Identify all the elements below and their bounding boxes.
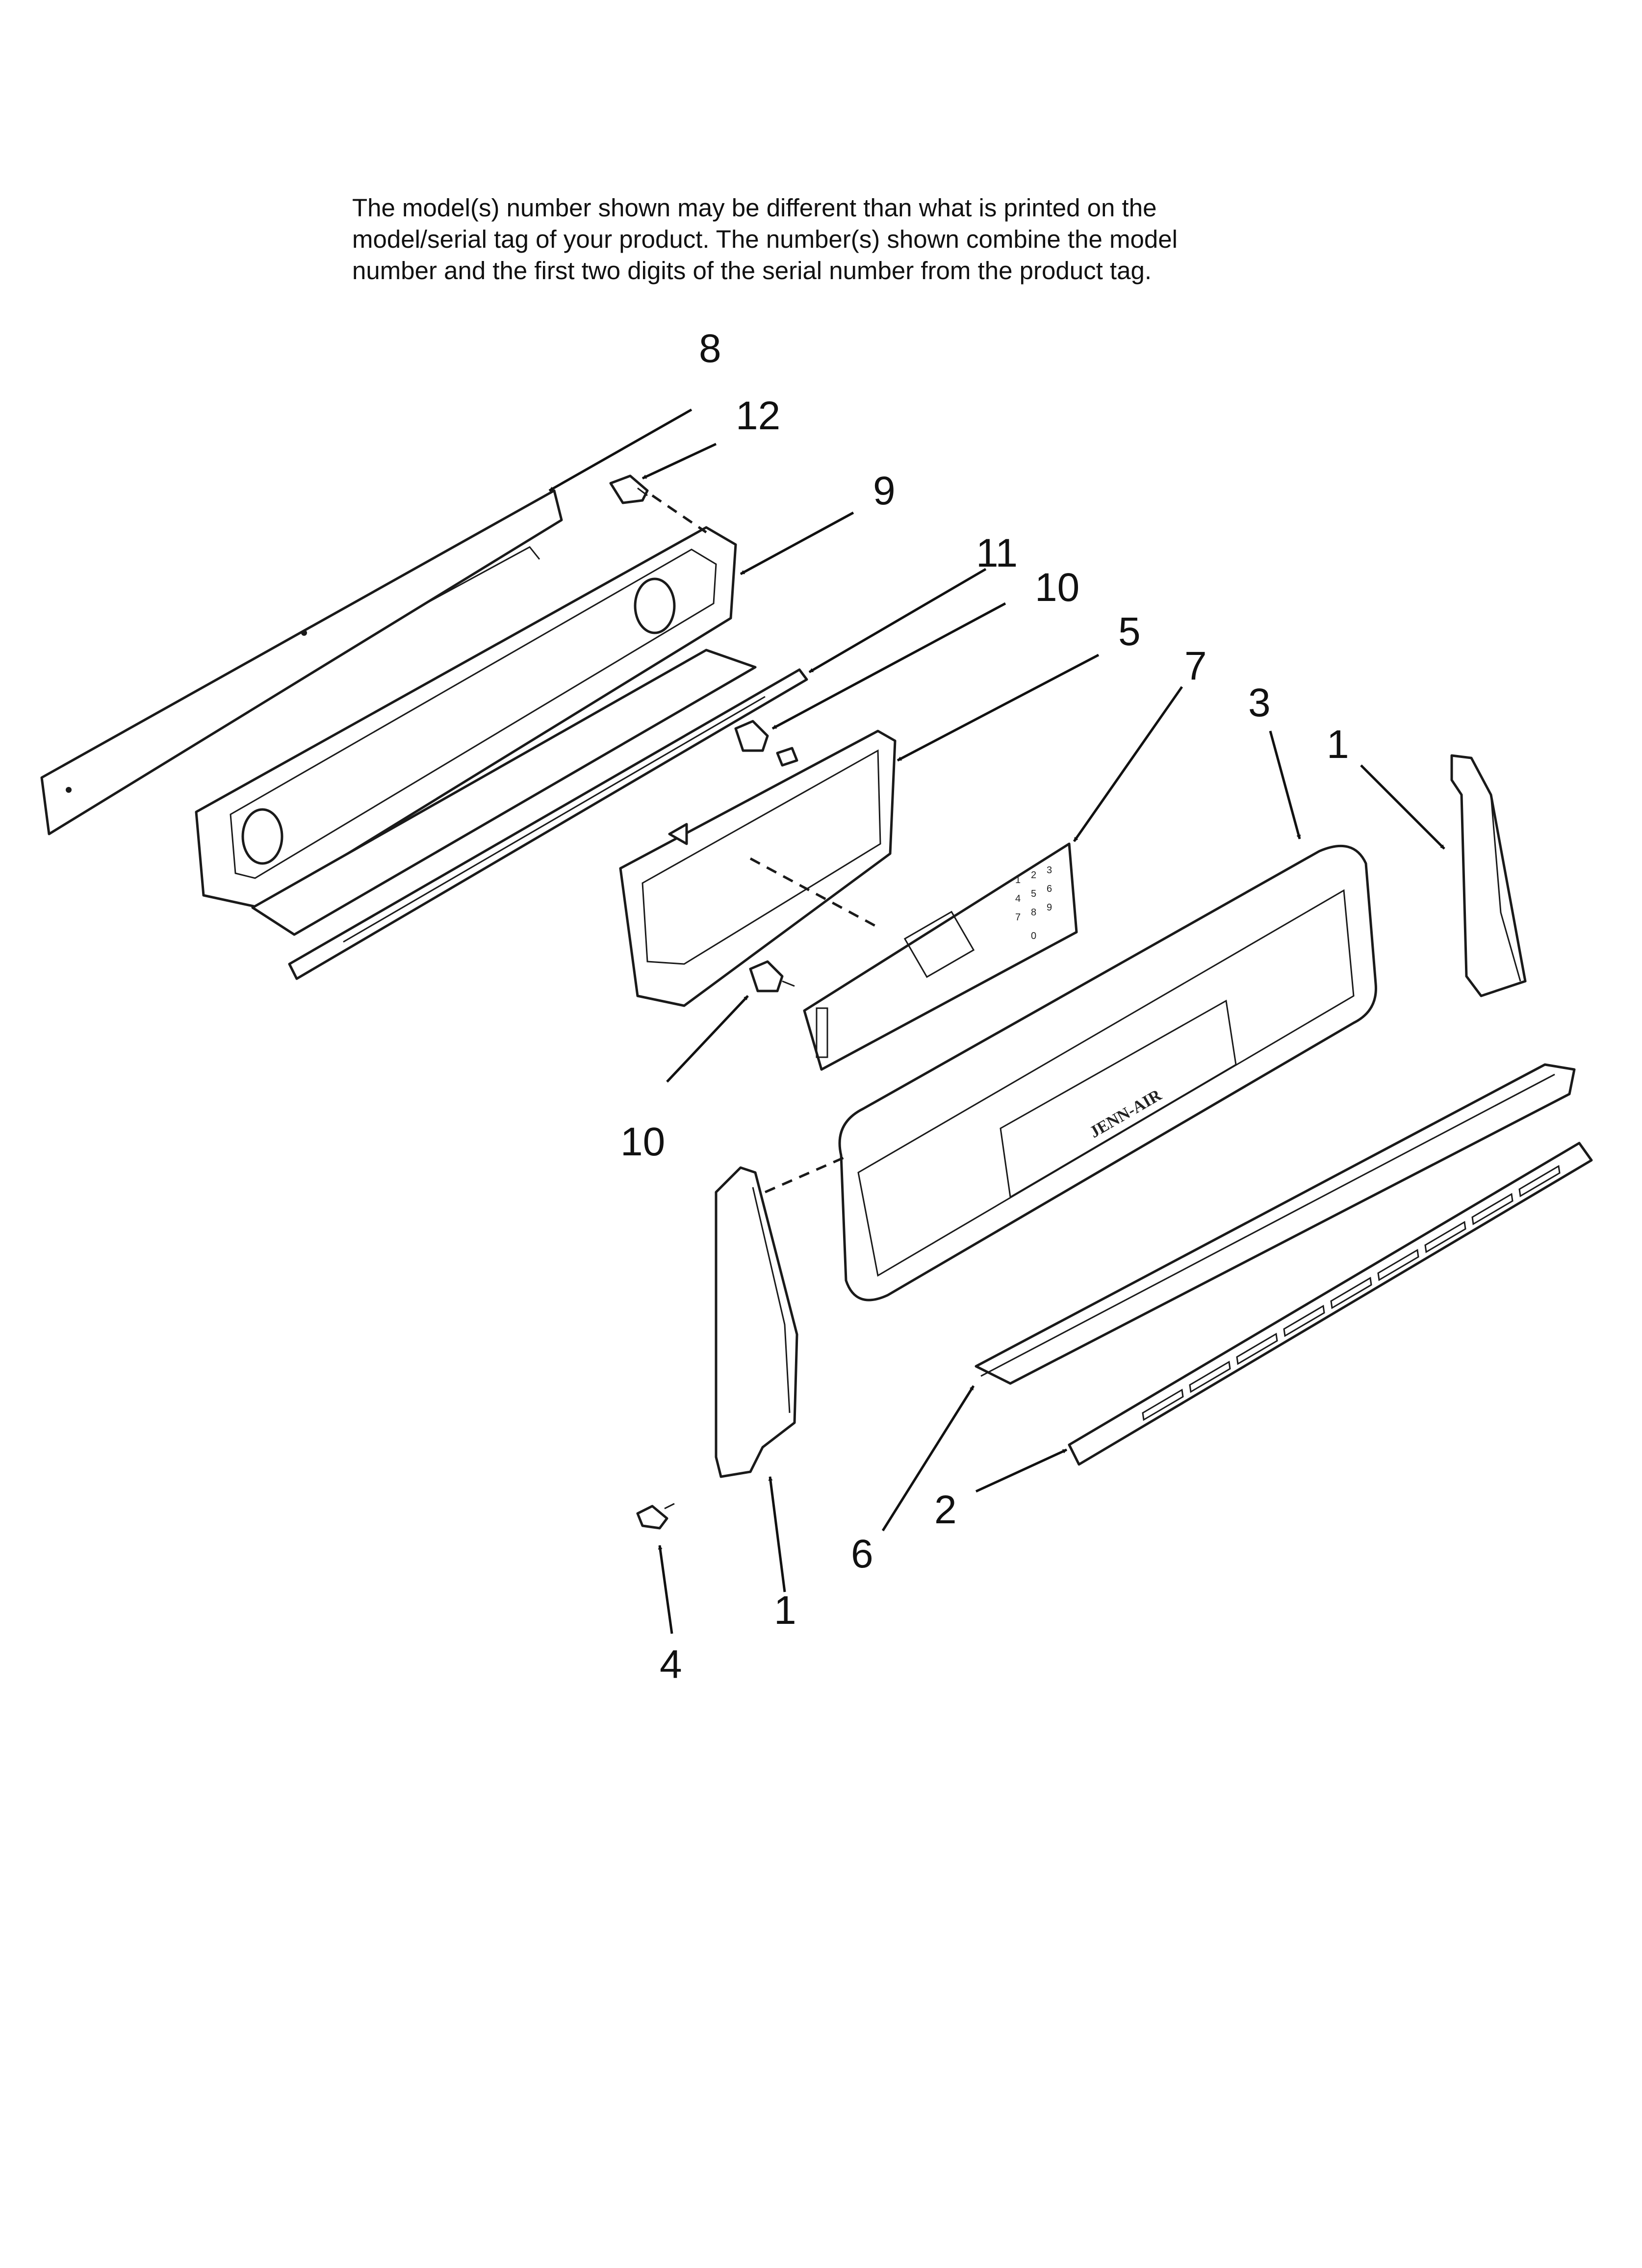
callout-4: 4	[660, 1642, 682, 1687]
vent-slot	[1236, 1332, 1278, 1365]
vent-slot	[1142, 1388, 1184, 1421]
vent-slot	[1189, 1360, 1231, 1393]
leader-2	[975, 1448, 1068, 1493]
callout-labels: 8 12 9 11 10 5 7 3 1 10 6 2 1 4	[620, 326, 1349, 1687]
leader-7	[1073, 686, 1183, 842]
leader-3	[1269, 730, 1301, 839]
callout-10: 10	[620, 1120, 665, 1164]
keypad-digit-3: 3	[1047, 865, 1052, 876]
part-8-rear-shield	[40, 489, 563, 835]
part-3-console-panel: JENN-AIR	[838, 844, 1377, 1302]
part-5-control-bracket	[619, 730, 897, 1007]
callout-9: 9	[873, 469, 896, 513]
model-number-note: The model(s) number shown may be differe…	[352, 194, 1178, 285]
part-10-screw-upper	[734, 720, 798, 767]
part-1-end-cap-left	[715, 1166, 798, 1478]
vent-slot	[1283, 1304, 1325, 1337]
keypad-digit-8: 8	[1031, 907, 1036, 918]
part-4-screw	[636, 1503, 675, 1530]
callout-1: 1	[1327, 722, 1349, 767]
part-12-screw	[609, 474, 649, 504]
vent-slot	[1471, 1193, 1514, 1225]
callout-5: 5	[1118, 609, 1141, 654]
leader-11	[808, 568, 987, 674]
keypad-digit-4: 4	[1015, 893, 1021, 904]
leader-6	[881, 1385, 975, 1532]
leader-10-lower	[666, 995, 749, 1083]
keypad-digit-9: 9	[1047, 902, 1052, 913]
callout-12: 12	[736, 393, 780, 438]
leader-lines	[548, 408, 1445, 1634]
leader-10-upper	[771, 602, 1006, 730]
keypad-digit-0: 0	[1031, 931, 1036, 941]
part-9-console-back-frame	[195, 526, 757, 936]
keypad-digit-7: 7	[1015, 912, 1021, 923]
callout-3: 3	[1248, 680, 1271, 725]
part-1-end-cap-right	[1450, 754, 1527, 997]
vent-slot	[1330, 1277, 1372, 1309]
callout-7: 7	[1184, 644, 1207, 688]
leader-8	[548, 408, 693, 492]
callout-6: 6	[851, 1532, 873, 1576]
leader-1-right	[1360, 764, 1445, 850]
keypad-digit-6: 6	[1047, 884, 1052, 894]
callout-8: 8	[699, 326, 721, 371]
part-10-screw-lower	[749, 960, 795, 992]
callout-2: 2	[934, 1487, 957, 1532]
leader-5	[897, 653, 1100, 762]
callout-1: 1	[774, 1588, 796, 1633]
vent-slot	[1518, 1165, 1561, 1198]
callout-11: 11	[976, 531, 1018, 575]
keypad-digit-1: 1	[1015, 875, 1021, 886]
leader-4	[658, 1545, 673, 1634]
part-6-trim-rail	[975, 1063, 1576, 1385]
leader-1-left	[768, 1476, 786, 1592]
part-11-trim-strip	[288, 668, 808, 980]
part-2-vent-strip	[1068, 1142, 1593, 1466]
vent-slot	[1377, 1249, 1419, 1281]
callout-10: 10	[1035, 565, 1079, 610]
leader-12	[641, 443, 717, 480]
vent-slot	[1424, 1221, 1466, 1253]
keypad-digit-5: 5	[1031, 888, 1036, 899]
leader-9	[740, 511, 854, 575]
keypad-digit-2: 2	[1031, 870, 1036, 881]
